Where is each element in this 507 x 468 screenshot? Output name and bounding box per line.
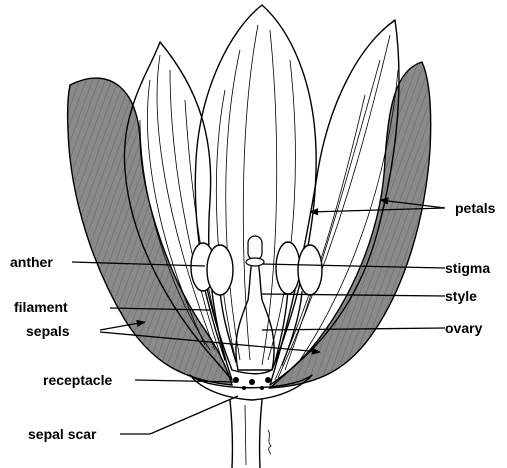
pistil [236, 236, 274, 370]
anther-label: anther [10, 254, 53, 270]
style-label: style [445, 288, 477, 304]
receptacle-label: receptacle [43, 372, 112, 388]
sepal-scar-label: sepal scar [28, 426, 97, 442]
stem [230, 400, 271, 468]
stigma-label: stigma [445, 260, 490, 276]
sepals-label: sepals [26, 323, 70, 339]
filament-label: filament [14, 299, 68, 315]
petals-label: petals [455, 200, 496, 216]
left-sepal [68, 78, 232, 385]
ovary-label: ovary [445, 320, 483, 336]
